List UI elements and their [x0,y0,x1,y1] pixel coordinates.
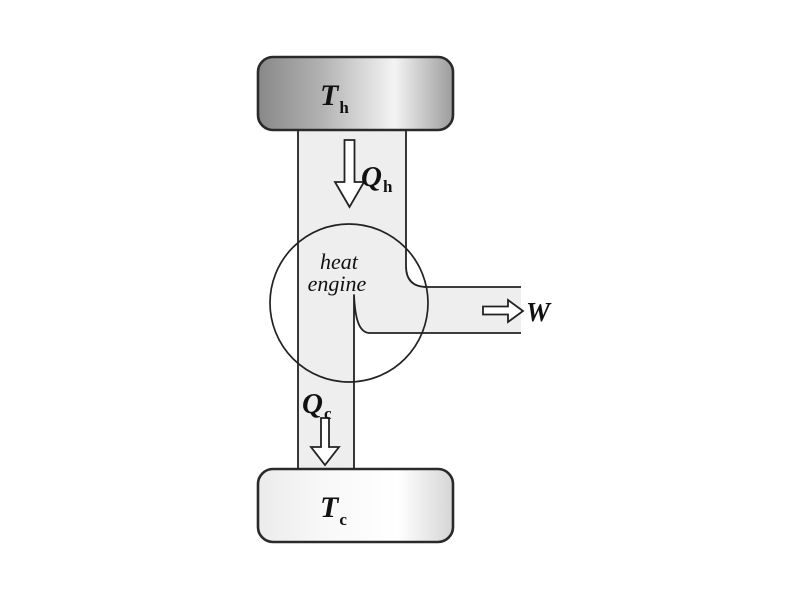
pipe-right-edge [405,130,521,288]
engine-circle [269,223,429,383]
heat-rejected-label: Qc [302,388,332,423]
work-right-arrow-icon [482,298,525,324]
heat-in-down-arrow-icon [333,139,366,209]
heat-input-label: Qh [361,161,393,196]
work-output-label: W [526,297,552,327]
pipe-branch-edge [353,294,521,469]
engine-label-line2: engine [308,271,367,296]
engine-label-line1: heat [320,249,359,274]
cold-reservoir-label: Tc [320,491,347,529]
cold-reservoir [256,467,455,544]
hot-reservoir [256,55,455,132]
hot-reservoir-label: Th [320,79,349,117]
heat-out-down-arrow-icon [309,417,341,467]
